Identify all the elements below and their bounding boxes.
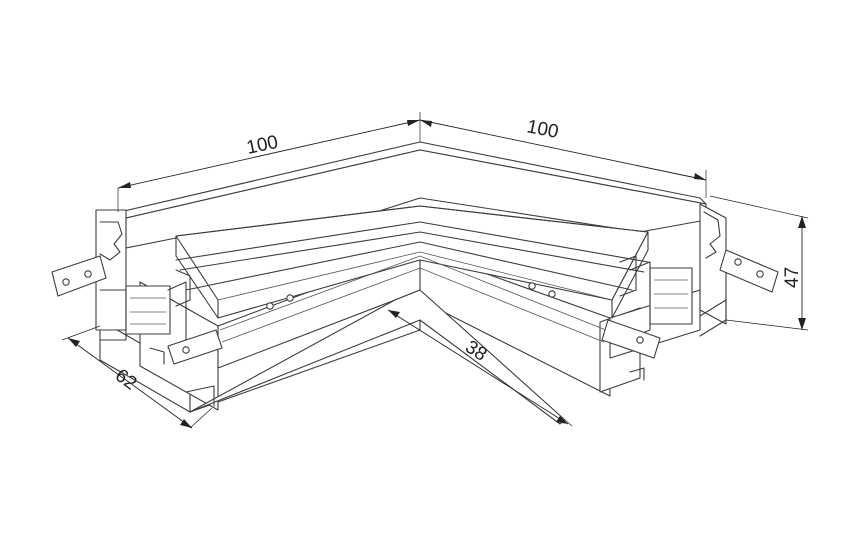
dim-height: 47 — [709, 195, 809, 331]
dim-right-length-label: 100 — [525, 116, 560, 143]
profile-body — [51, 141, 779, 425]
dim-height-label: 47 — [782, 267, 803, 288]
dim-left-length: 100 — [117, 112, 421, 212]
dim-left-length-label: 100 — [245, 132, 280, 159]
